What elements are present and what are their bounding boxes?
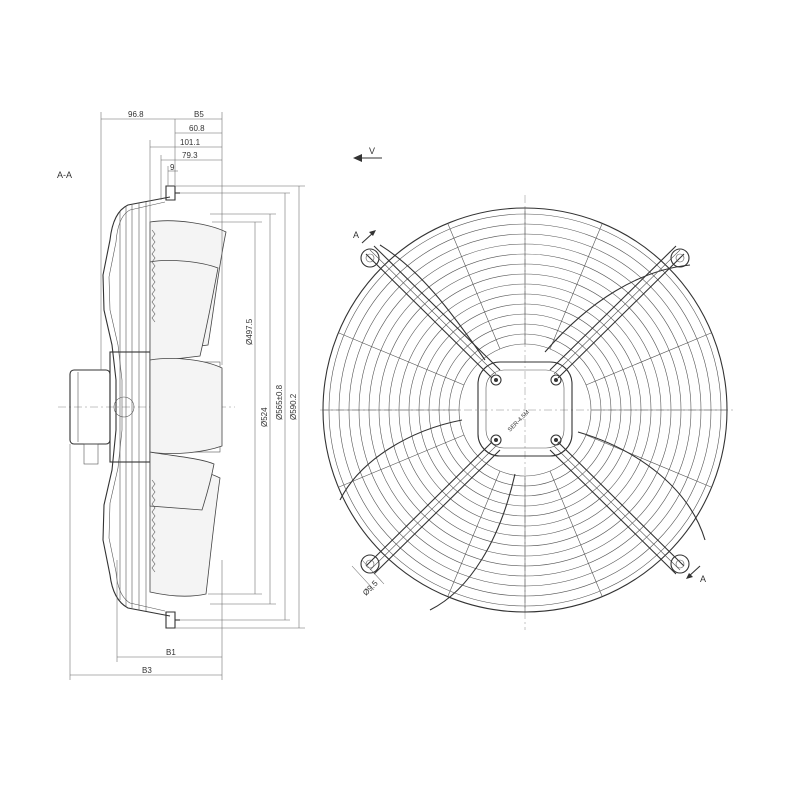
top-mounting-lug [165,185,176,201]
bottom-mounting-lug [165,611,176,629]
front-blades [339,244,706,611]
view-arrow-head [353,154,362,162]
guard-outer-profile [102,196,171,617]
dim-d497-5: Ø497.5 [245,318,254,345]
side-section-view: A-A [57,110,305,680]
top-dimension-lines [100,112,223,370]
svg-text:Ø9.5: Ø9.5 [361,578,380,597]
svg-text:A: A [353,230,359,240]
serrated-edge-upper [151,229,156,323]
guard-wire-rings [119,202,147,611]
front-motor-hub [477,361,573,457]
front-motor-hub-inner [485,369,565,449]
svg-text:A: A [700,574,706,584]
dim-101-1: 101.1 [180,138,201,147]
vertical-dimension-lines [175,185,305,629]
serrated-edge-lower [151,479,156,573]
cable-gland [83,443,99,465]
guard-inner-profile [108,201,166,612]
dim-b3: B3 [142,666,152,675]
mounting-feet [360,248,690,574]
dim-d524: Ø524 [260,407,269,427]
section-marker-bottom: A [686,565,706,584]
dim-d565: Ø565±0.8 [275,384,284,420]
mounting-bars [365,245,685,575]
section-marker-top: A [353,230,376,244]
side-blades [149,220,227,597]
front-view: V [320,146,735,630]
section-label: A-A [57,170,72,180]
dim-d590-2: Ø590.2 [289,393,298,420]
dim-9: 9 [170,163,175,172]
dim-60-8: 60.8 [189,124,205,133]
hub-marking: SER-4,5M [507,410,531,434]
bottom-dimension-lines [69,444,223,680]
guard-spokes [323,208,727,612]
dim-96-8: 96.8 [128,110,144,119]
dim-b1: B1 [166,648,176,657]
dim-79-3: 79.3 [182,151,198,160]
dim-b5: B5 [194,110,204,119]
view-label: V [369,146,375,156]
hub-bolts [490,374,562,446]
motor-shaft-detail [113,396,135,418]
